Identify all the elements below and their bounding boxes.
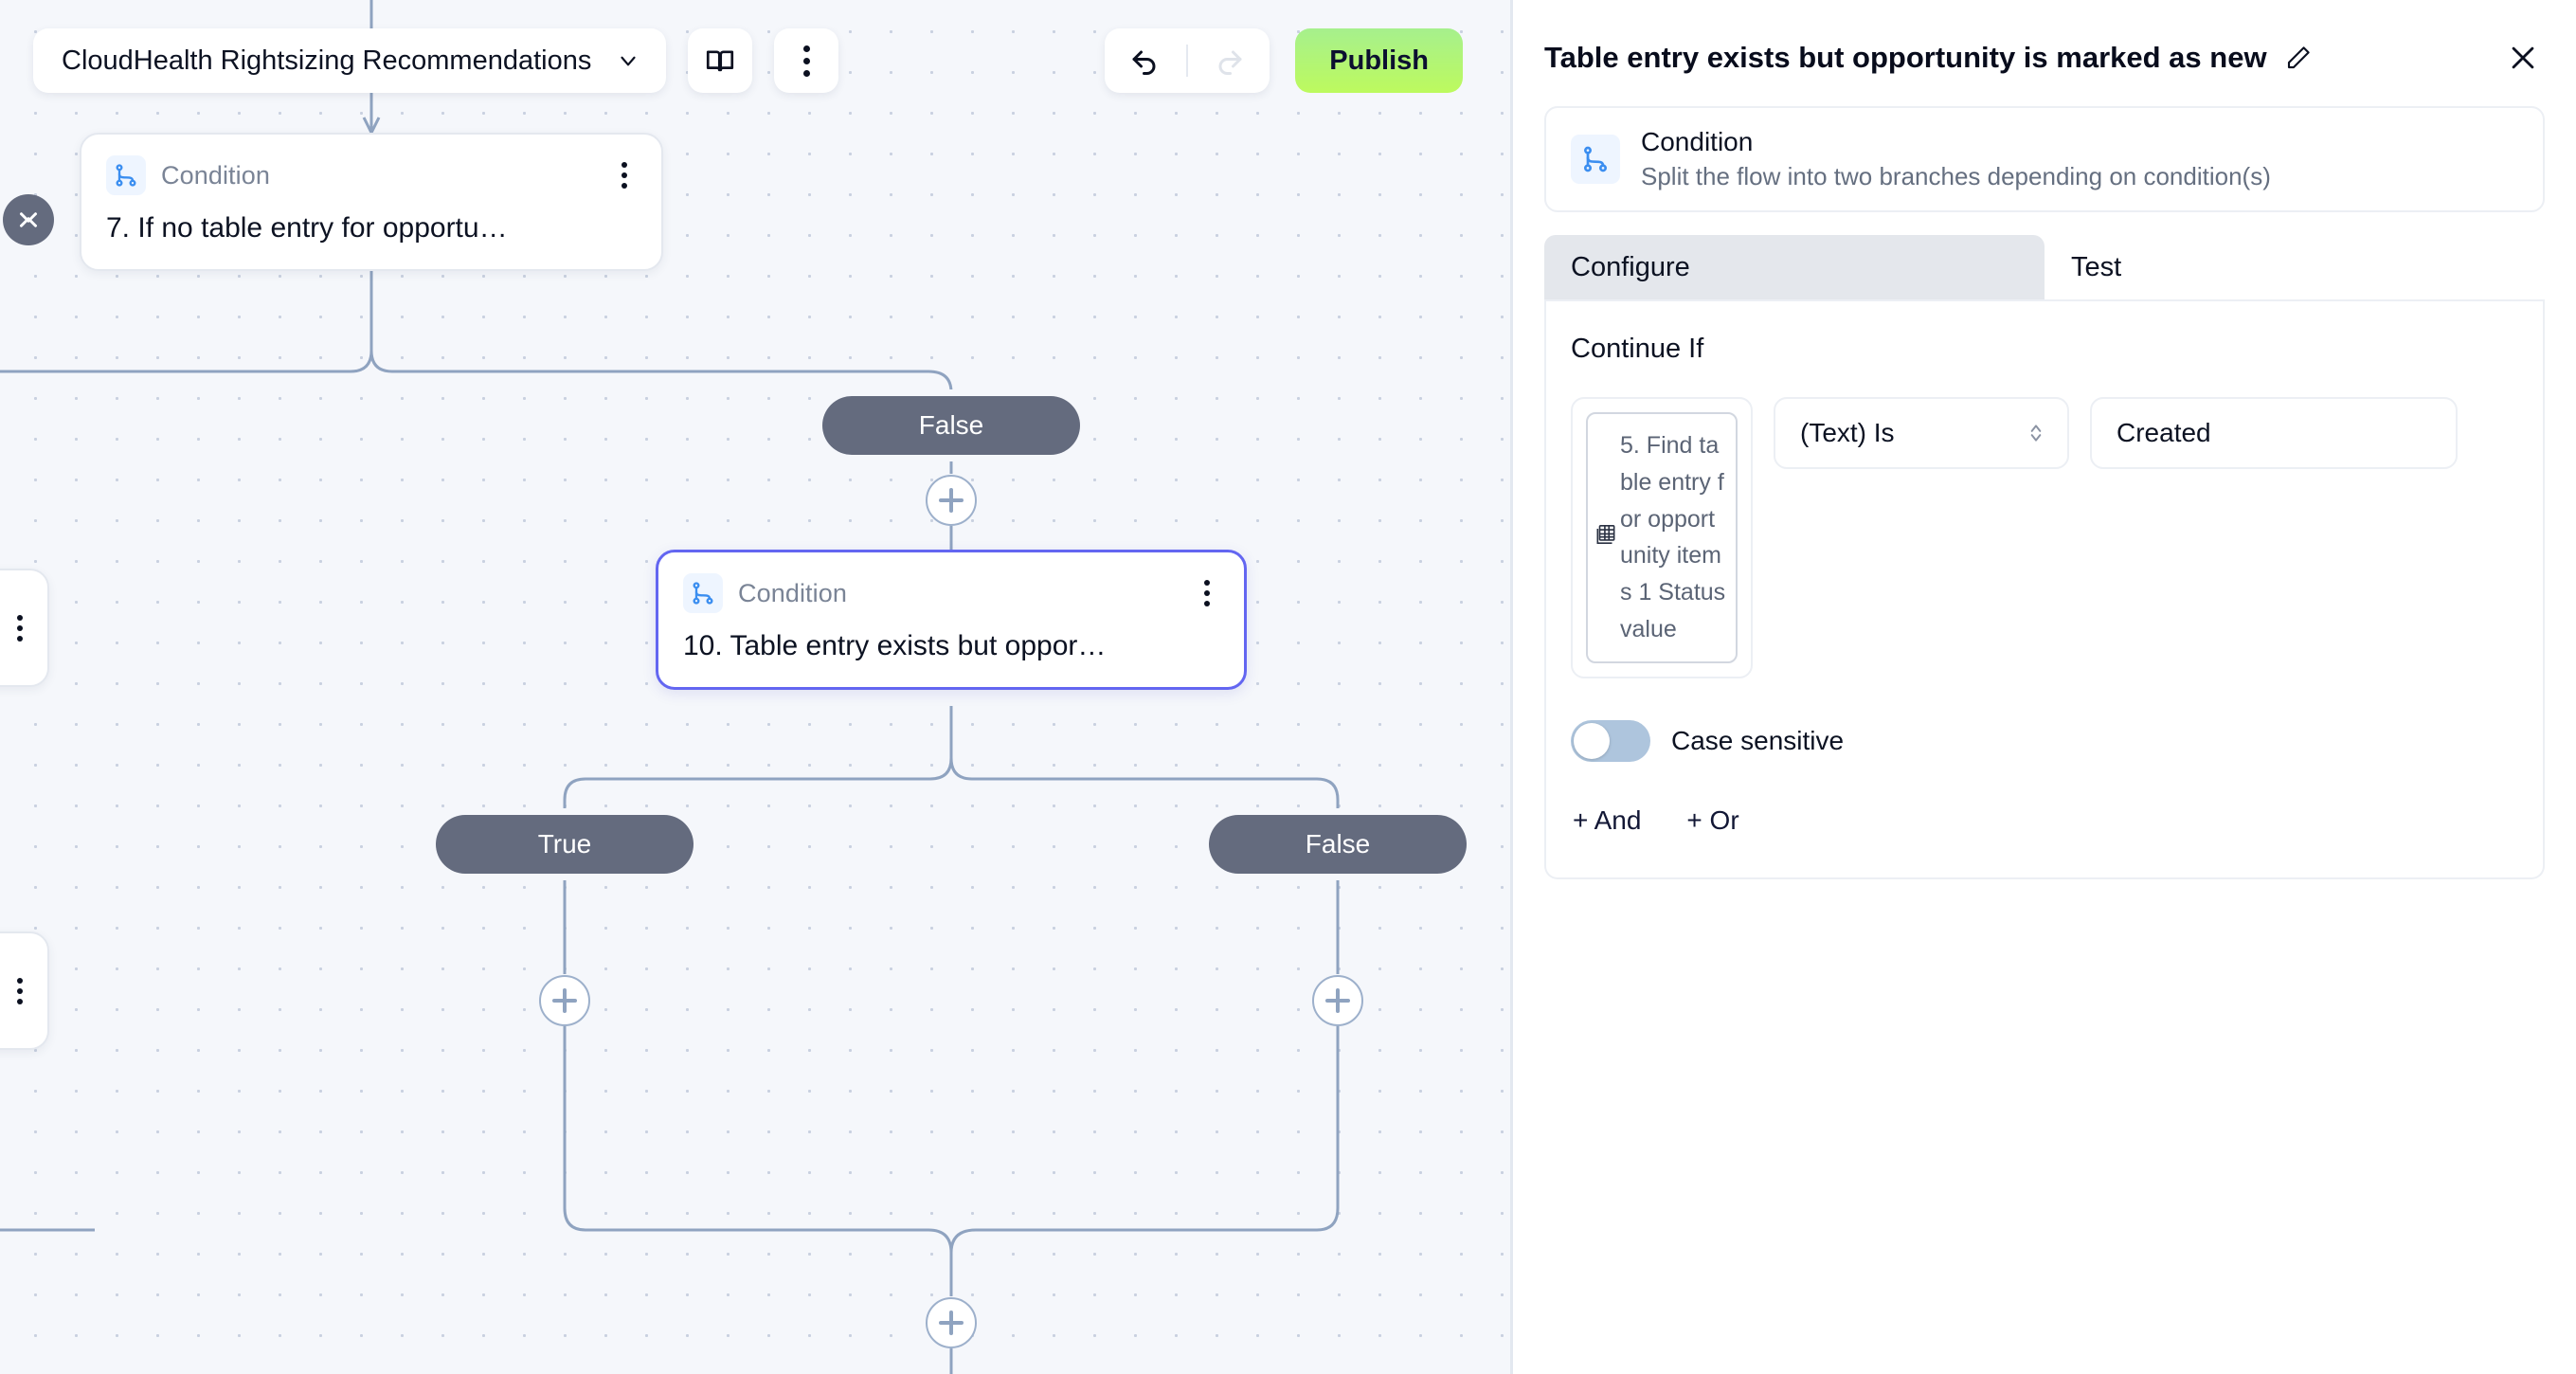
node-type-label: Condition xyxy=(738,578,847,607)
operator-select[interactable]: (Text) Is xyxy=(1774,397,2069,469)
node-header: Condition xyxy=(106,155,637,195)
condition-branch-icon xyxy=(1571,135,1620,184)
redo-button[interactable] xyxy=(1207,39,1251,82)
flow-node-condition-7[interactable]: Condition 7. If no table entry for oppor… xyxy=(80,133,663,271)
canvas-panel-divider xyxy=(1510,0,1513,1374)
node-type-label: Condition xyxy=(161,160,270,190)
collapse-chevrons-icon xyxy=(20,212,37,227)
variable-token-chip[interactable]: 5. Find table entry for opportunity item… xyxy=(1586,412,1738,663)
undo-arrow-icon xyxy=(1132,50,1156,75)
node-menu-button[interactable] xyxy=(612,158,637,192)
variable-token-text: 5. Find table entry for opportunity item… xyxy=(1620,432,1726,642)
step-info-subtitle: Split the flow into two branches dependi… xyxy=(1641,162,2271,190)
condition-branch-icon xyxy=(106,155,146,195)
chevron-down-icon xyxy=(621,56,636,66)
case-sensitive-label: Case sensitive xyxy=(1671,725,1845,755)
step-config-panel: Table entry exists but opportunity is ma… xyxy=(1513,0,2576,1374)
publish-button[interactable]: Publish xyxy=(1295,28,1463,93)
node-title: 7. If no table entry for opportu… xyxy=(106,212,508,244)
case-sensitive-toggle[interactable] xyxy=(1571,719,1650,762)
kebab-menu-icon[interactable] xyxy=(8,974,32,1008)
tab-test[interactable]: Test xyxy=(2045,235,2545,299)
panel-header: Table entry exists but opportunity is ma… xyxy=(1544,0,2545,80)
node-header: Condition xyxy=(683,573,1219,613)
step-info-title: Condition xyxy=(1641,127,1754,156)
pencil-edit-icon[interactable] xyxy=(2284,44,2313,72)
step-info-text: Condition Split the flow into two branch… xyxy=(1641,127,2271,191)
node-title: 10. Table entry exists but oppor… xyxy=(683,630,1107,661)
add-step-button-merge[interactable] xyxy=(926,1297,977,1348)
collapse-panel-button[interactable] xyxy=(3,194,54,245)
toggle-knob xyxy=(1574,722,1610,759)
docs-button[interactable] xyxy=(688,28,753,93)
close-panel-button[interactable] xyxy=(2501,36,2545,80)
tab-configure[interactable]: Configure xyxy=(1544,235,2045,299)
canvas-toolbar-right: Publish xyxy=(1105,28,1463,93)
logic-buttons-row: + And + Or xyxy=(1571,802,2518,840)
flow-name-dropdown[interactable]: CloudHealth Rightsizing Recommendations xyxy=(33,28,667,93)
flow-name-label: CloudHealth Rightsizing Recommendations xyxy=(62,45,592,76)
add-step-button[interactable] xyxy=(926,475,977,526)
branch-pill-true[interactable]: True xyxy=(436,815,694,874)
panel-tabs: Configure Test xyxy=(1544,235,2545,301)
add-step-button-false-branch[interactable] xyxy=(1312,975,1363,1026)
flow-canvas[interactable]: Condition 7. If no table entry for oppor… xyxy=(0,0,1513,1374)
configure-tab-content: Continue If 5. Find table entry for oppo… xyxy=(1544,301,2545,879)
condition-branch-icon xyxy=(683,573,723,613)
kebab-menu-icon[interactable] xyxy=(8,611,32,645)
add-or-condition-button[interactable]: + Or xyxy=(1684,802,1740,840)
offscreen-node-card[interactable] xyxy=(0,931,49,1050)
add-and-condition-button[interactable]: + And xyxy=(1571,802,1643,840)
panel-title: Table entry exists but opportunity is ma… xyxy=(1544,41,2267,74)
chevron-updown-icon xyxy=(2024,421,2048,445)
condition-value-input[interactable] xyxy=(2090,397,2458,469)
branch-pill-false-top[interactable]: False xyxy=(822,396,1080,455)
offscreen-node-card[interactable] xyxy=(0,569,49,687)
node-menu-button[interactable] xyxy=(1195,576,1219,610)
book-icon xyxy=(707,50,734,72)
step-info-card: Condition Split the flow into two branch… xyxy=(1544,106,2545,212)
close-x-icon xyxy=(2512,46,2534,69)
add-step-button-true-branch[interactable] xyxy=(539,975,590,1026)
undo-button[interactable] xyxy=(1124,39,1167,82)
continue-if-label: Continue If xyxy=(1571,334,1704,364)
condition-field-dropzone[interactable]: 5. Find table entry for opportunity item… xyxy=(1571,397,1753,678)
case-sensitive-row: Case sensitive xyxy=(1571,719,2518,762)
redo-arrow-icon xyxy=(1218,50,1242,75)
flow-node-condition-10[interactable]: Condition 10. Table entry exists but opp… xyxy=(656,550,1247,690)
condition-row: 5. Find table entry for opportunity item… xyxy=(1571,397,2518,678)
operator-value: (Text) Is xyxy=(1800,418,1895,447)
toolbar-divider xyxy=(1186,45,1189,77)
canvas-more-menu-button[interactable] xyxy=(774,28,839,93)
branch-pill-false-bottom[interactable]: False xyxy=(1209,815,1467,874)
kebab-menu-icon xyxy=(802,45,810,77)
history-controls xyxy=(1105,28,1270,93)
table-grid-icon xyxy=(1594,523,1618,552)
canvas-toolbar-left: CloudHealth Rightsizing Recommendations xyxy=(33,28,839,93)
